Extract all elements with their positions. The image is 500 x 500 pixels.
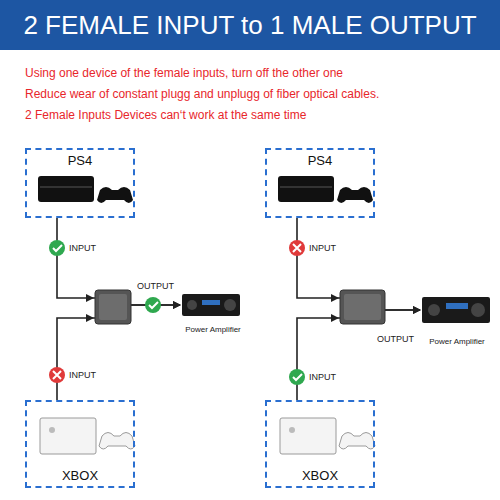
title: 2 FEMALE INPUT to 1 MALE OUTPUT bbox=[0, 0, 500, 50]
drawing-part bbox=[280, 418, 336, 454]
drawing-part bbox=[340, 290, 385, 324]
drawing-part bbox=[187, 300, 197, 310]
device-name: XBOX bbox=[302, 468, 338, 483]
input-label: INPUT bbox=[308, 372, 337, 382]
drawing-part bbox=[49, 427, 55, 433]
drawing-part bbox=[293, 374, 302, 380]
xbox-console bbox=[280, 418, 375, 454]
drawing-part bbox=[49, 367, 65, 383]
device-name: PS4 bbox=[308, 153, 333, 168]
device-box: XBOX bbox=[265, 400, 375, 488]
ps4-console bbox=[38, 176, 133, 203]
note-text: 2 Female Inputs Devices can‘t work at th… bbox=[24, 108, 307, 122]
drawing-part bbox=[99, 433, 135, 450]
drawing-part bbox=[53, 245, 62, 251]
drawing-part bbox=[339, 433, 375, 450]
device-name: XBOX bbox=[62, 468, 98, 483]
drawing-part bbox=[202, 300, 220, 305]
drawing-part bbox=[38, 176, 94, 202]
device-box: PS4 bbox=[25, 148, 135, 218]
drawing-part bbox=[53, 371, 61, 379]
note-text: Reduce wear of constant plugg and unplug… bbox=[24, 87, 380, 101]
drawing-part bbox=[422, 297, 490, 323]
drawing-part bbox=[278, 176, 334, 202]
check-icon bbox=[49, 240, 65, 256]
drawing-part bbox=[293, 244, 301, 252]
optical-switch bbox=[86, 290, 131, 324]
device-caption: Power Amplifier bbox=[429, 337, 485, 346]
drawing-part bbox=[86, 294, 94, 302]
drawing-part bbox=[86, 314, 94, 322]
drawing-part bbox=[99, 294, 127, 320]
drawing-part bbox=[224, 299, 236, 311]
cross-icon bbox=[289, 240, 305, 256]
drawing-part bbox=[149, 302, 158, 308]
device-caption: Power Amplifier bbox=[185, 325, 241, 334]
drawing-part bbox=[95, 290, 131, 324]
device-box: PS4 bbox=[265, 148, 375, 218]
device-name: PS4 bbox=[68, 153, 93, 168]
drawing-part bbox=[289, 427, 295, 433]
drawing-part bbox=[40, 186, 92, 188]
drawing-part bbox=[182, 294, 240, 316]
drawing-part bbox=[331, 314, 339, 322]
drawing-part bbox=[49, 240, 65, 256]
input-label: INPUT bbox=[68, 370, 97, 380]
drawing-part bbox=[337, 187, 373, 203]
input-label: INPUT bbox=[68, 243, 97, 253]
drawing-part bbox=[344, 294, 381, 320]
ps4-console bbox=[278, 176, 373, 203]
drawing-part bbox=[446, 303, 468, 309]
optical-switch bbox=[331, 290, 385, 324]
check-icon bbox=[145, 297, 161, 313]
amplifier-node: Power Amplifier bbox=[420, 295, 494, 346]
output-label: OUTPUT bbox=[376, 334, 415, 344]
drawing-part bbox=[471, 303, 485, 317]
note-text: Using one device of the female inputs, t… bbox=[24, 66, 344, 80]
output-label: OUTPUT bbox=[136, 281, 175, 291]
drawing-part bbox=[280, 186, 332, 188]
amplifier bbox=[422, 297, 490, 323]
cross-icon bbox=[49, 367, 65, 383]
drawing-part bbox=[428, 304, 440, 316]
check-icon bbox=[289, 369, 305, 385]
xbox-console bbox=[40, 418, 135, 454]
input-label: INPUT bbox=[308, 243, 337, 253]
drawing-part bbox=[97, 187, 133, 203]
amplifier-node: Power Amplifier bbox=[180, 292, 246, 334]
drawing-part bbox=[40, 418, 96, 454]
drawing-part bbox=[289, 369, 305, 385]
drawing-part bbox=[289, 240, 305, 256]
drawing-part bbox=[145, 297, 161, 313]
amplifier bbox=[182, 294, 240, 316]
drawing-part bbox=[331, 294, 339, 302]
device-box: XBOX bbox=[25, 400, 135, 488]
